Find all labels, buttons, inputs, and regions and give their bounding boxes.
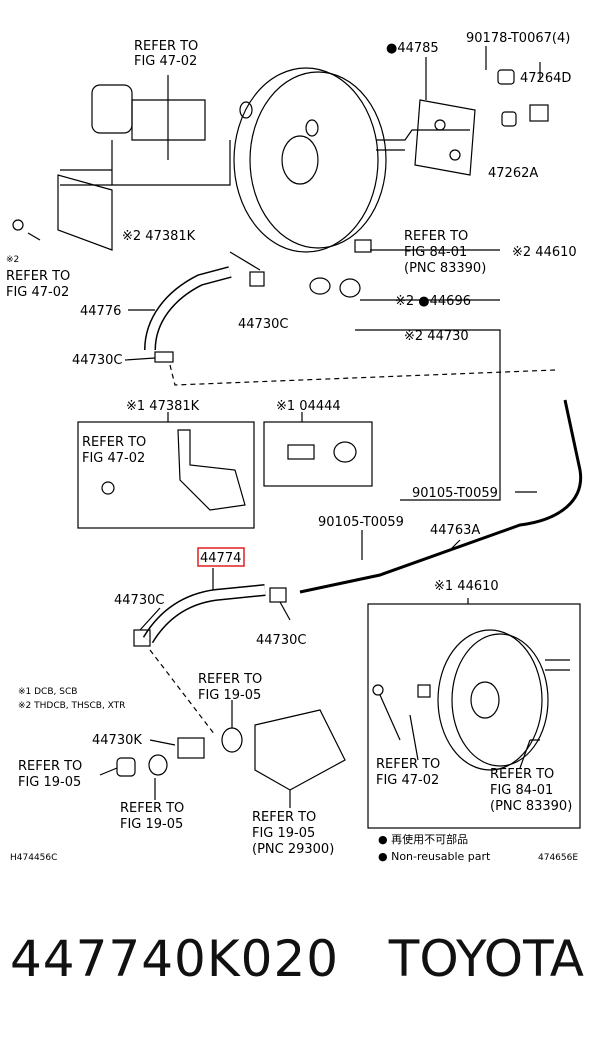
label-44785: ●44785 (386, 41, 439, 56)
label-44774: 44774 (200, 551, 241, 566)
label-44610: ※2 44610 (512, 245, 577, 260)
refer-47-02-left-l2: REFER TO (6, 269, 70, 284)
refer-19-05-pnc-l3: (PNC 29300) (252, 842, 334, 857)
code-left: H474456C (10, 853, 57, 863)
refer-47-02-top-l2: FIG 47-02 (134, 54, 197, 69)
box3-refer-84-01-l3: (PNC 83390) (490, 799, 572, 814)
refer-84-01-l1: REFER TO (404, 229, 468, 244)
brake-booster-top (233, 67, 379, 253)
part-number: 447740K020 (10, 930, 340, 988)
refer-19-05-pnc-l1: REFER TO (252, 810, 316, 825)
label-90105-b: 90105-T0059 (318, 515, 404, 530)
label-44730: ※2 44730 (404, 329, 469, 344)
box2-title: ※1 04444 (276, 399, 341, 414)
label-47262A: 47262A (488, 166, 538, 181)
box-47381K (77, 421, 255, 529)
box3-refer-47-02-l2: FIG 47-02 (376, 773, 439, 788)
reservoir (91, 84, 133, 134)
label-47381K: ※2 47381K (122, 229, 196, 244)
label-44730C-c: 44730C (114, 593, 164, 608)
refer-19-05-a-l1: REFER TO (198, 672, 262, 687)
refer-47-02-top-l1: REFER TO (134, 39, 198, 54)
highlight-44774 (197, 547, 245, 567)
gasket-plate (414, 99, 476, 176)
refer-19-05-b-l2: FIG 19-05 (18, 775, 81, 790)
refer-19-05-a-l2: FIG 19-05 (198, 688, 261, 703)
note-1: ※1 DCB, SCB (18, 687, 77, 697)
note-2: ※2 THDCB, THSCB, XTR (18, 701, 125, 711)
label-44776: 44776 (80, 304, 121, 319)
label-44730C-d: 44730C (256, 633, 306, 648)
box1-refer-l1: REFER TO (82, 435, 146, 450)
refer-84-01-l3: (PNC 83390) (404, 261, 486, 276)
vacuum-pump (254, 709, 346, 791)
bracket-left (57, 174, 113, 251)
box3-refer-84-01-l1: REFER TO (490, 767, 554, 782)
legend-jp: ● 再使用不可部品 (378, 832, 468, 846)
label-44730C-a: 44730C (238, 317, 288, 332)
label-90178: 90178-T0067(4) (466, 31, 570, 46)
brand-name: TOYOTA (388, 930, 584, 988)
box3-refer-47-02-l1: REFER TO (376, 757, 440, 772)
refer-84-01-l2: FIG 84-01 (404, 245, 467, 260)
label-44696: ※2 ●44696 (395, 294, 471, 309)
refer-19-05-pnc-l2: FIG 19-05 (252, 826, 315, 841)
box-44610 (367, 603, 581, 829)
refer-19-05-b-l1: REFER TO (18, 759, 82, 774)
refer-47-02-left-l1: ※2 (6, 255, 19, 265)
label-44763A: 44763A (430, 523, 480, 538)
box1-refer-l2: FIG 47-02 (82, 451, 145, 466)
label-44730K: 44730K (92, 733, 142, 748)
label-90105-a: 90105-T0059 (412, 486, 498, 501)
refer-19-05-c-l2: FIG 19-05 (120, 817, 183, 832)
box-04444 (263, 421, 373, 487)
label-47264D: 47264D (520, 71, 571, 86)
refer-19-05-c-l1: REFER TO (120, 801, 184, 816)
box1-title: ※1 47381K (126, 399, 200, 414)
box3-title: ※1 44610 (434, 579, 499, 594)
code-right: 474656E (538, 853, 578, 863)
legend-en: ● Non-reusable part (378, 850, 491, 863)
refer-47-02-left-l3: FIG 47-02 (6, 285, 69, 300)
footer: 447740K020 TOYOTA (0, 930, 600, 1020)
box3-refer-84-01-l2: FIG 84-01 (490, 783, 553, 798)
label-44730C-b: 44730C (72, 353, 122, 368)
